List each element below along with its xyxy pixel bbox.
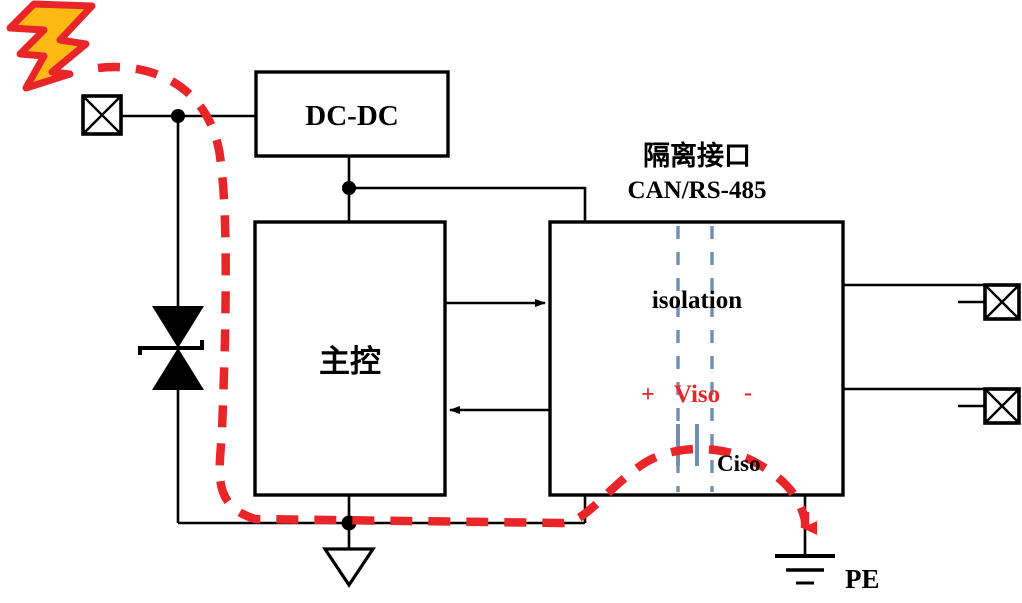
wire-dcdc-to-isolation	[349, 186, 587, 222]
blocks	[253, 70, 845, 497]
interface-title-cn: 隔离接口	[643, 140, 751, 172]
lightning-bolt-icon	[6, 0, 96, 92]
isolation-label: isolation	[652, 287, 742, 314]
signal-ground-symbol	[322, 547, 376, 588]
surge-path-main	[97, 62, 810, 528]
terminal-leads	[958, 300, 985, 408]
tvs-diode[interactable]	[138, 306, 204, 390]
viso-label: Viso	[674, 381, 720, 408]
junction-dots	[171, 109, 357, 531]
interface-title-en: CAN/RS-485	[628, 177, 767, 204]
isolation-barrier	[676, 226, 714, 492]
ciso-capacitor	[676, 424, 699, 466]
protective-earth-symbol	[775, 554, 835, 585]
tvs-zener-bar	[138, 340, 204, 355]
junction-dcdc-output	[342, 181, 356, 195]
terminal-left-power[interactable]	[81, 94, 123, 136]
tvs-upper-triangle	[152, 306, 204, 348]
viso-plus-label: +	[641, 382, 655, 408]
block-mcu[interactable]	[253, 220, 447, 497]
viso-minus-label: -	[744, 380, 752, 406]
signal-arrows	[445, 299, 550, 414]
block-label-dcdc: DC-DC	[305, 100, 398, 132]
ciso-label: Ciso	[717, 451, 760, 476]
pe-label: PE	[845, 564, 880, 594]
tvs-lower-triangle	[152, 348, 204, 390]
terminal-right-lower[interactable]	[983, 387, 1021, 425]
terminal-right-upper[interactable]	[983, 283, 1021, 321]
terminals	[81, 94, 1021, 425]
ground-triangle-icon	[322, 547, 376, 588]
block-label-mcu: 主控	[319, 344, 381, 380]
block-dcdc[interactable]	[254, 70, 450, 158]
junction-input-node	[171, 109, 185, 123]
surge-current-path	[97, 62, 817, 535]
